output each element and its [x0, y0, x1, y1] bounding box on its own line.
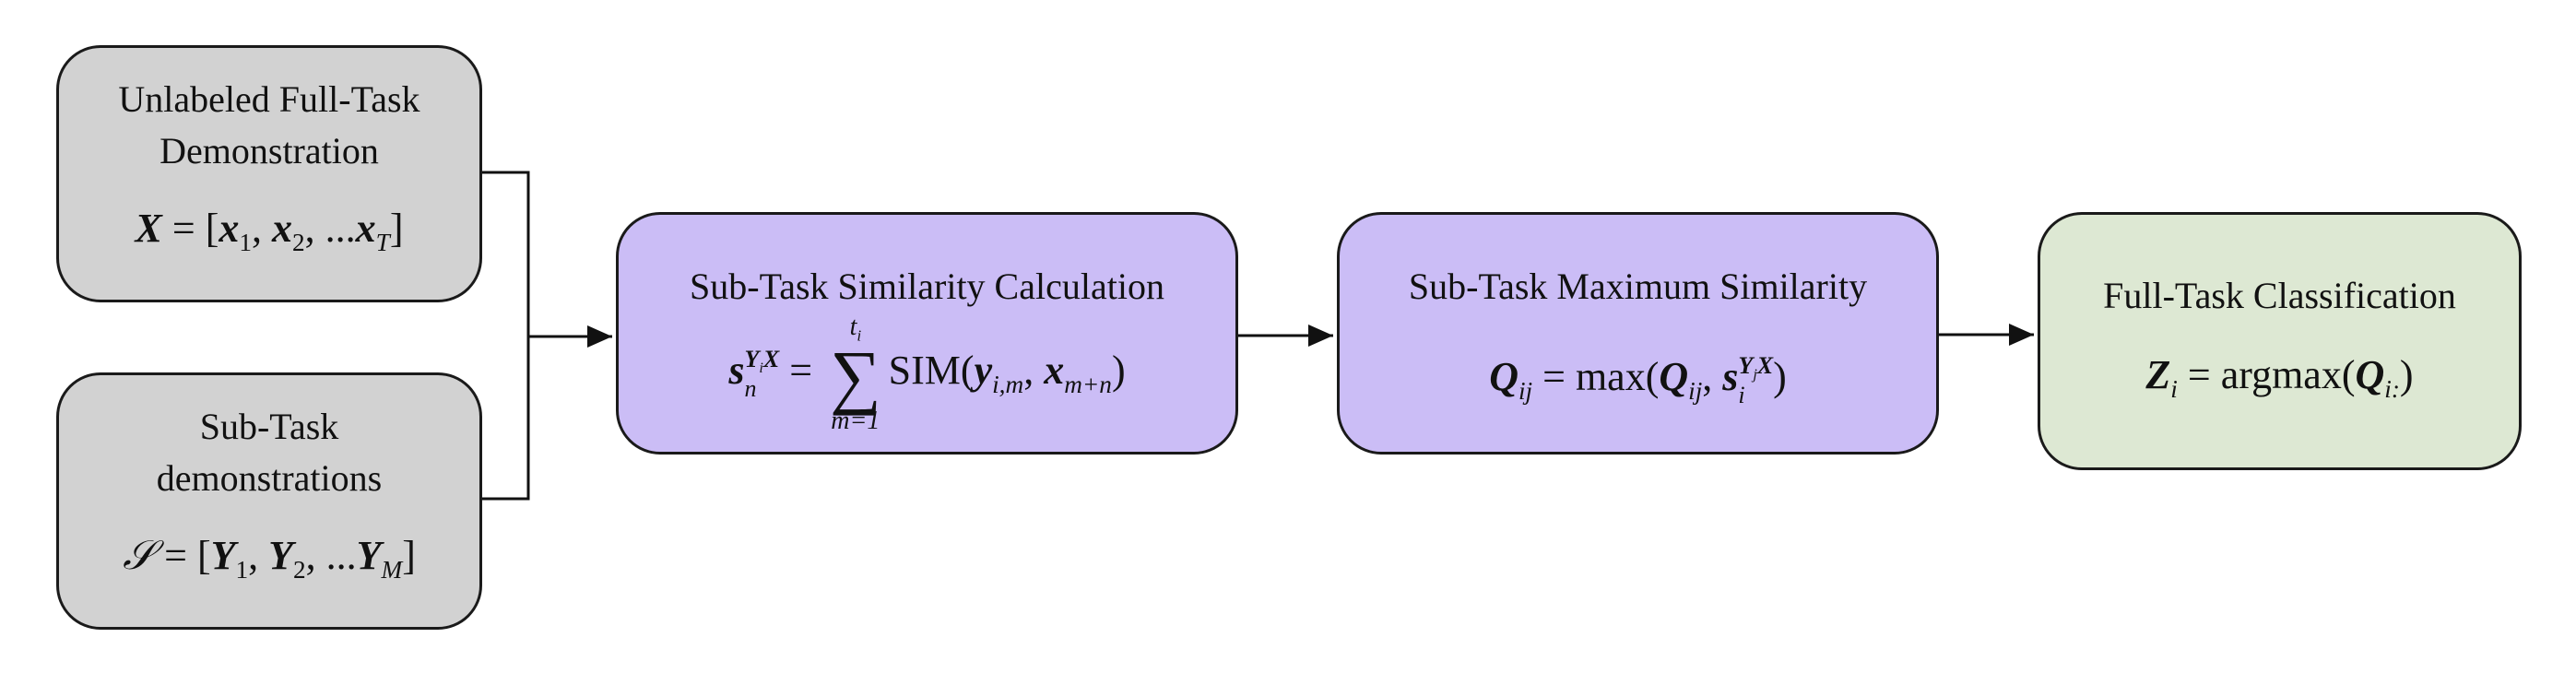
summation: ti ∑ m=1: [830, 313, 881, 435]
sub-task-demos-formula: 𝒮 = [Y1, Y2, ...YM]: [123, 533, 416, 584]
classification-formula: Zi = argmax(Qi:): [2145, 352, 2414, 403]
max-similarity-title: Sub-Task Maximum Similarity: [1408, 266, 1868, 307]
max-similarity-box: Sub-Task Maximum Similarity Qij = max(Qi…: [1337, 212, 1939, 455]
classification-box: Full-Task Classification Zi = argmax(Qi:…: [2038, 212, 2522, 470]
full-task-demo-formula: X = [x1, x2, ...xT]: [135, 206, 404, 256]
sub-task-demos-box: Sub-Task demonstrations 𝒮 = [Y1, Y2, ...…: [56, 372, 482, 630]
similarity-calc-title: Sub-Task Similarity Calculation: [690, 266, 1164, 307]
merge-connector: [482, 171, 612, 501]
classification-title: Full-Task Classification: [2103, 275, 2456, 316]
full-task-demo-box: Unlabeled Full-Task Demonstration X = [x…: [56, 45, 482, 302]
sub-task-demos-title: Sub-Task demonstrations: [156, 406, 383, 499]
full-task-demo-title: Unlabeled Full-Task Demonstration: [118, 78, 420, 171]
